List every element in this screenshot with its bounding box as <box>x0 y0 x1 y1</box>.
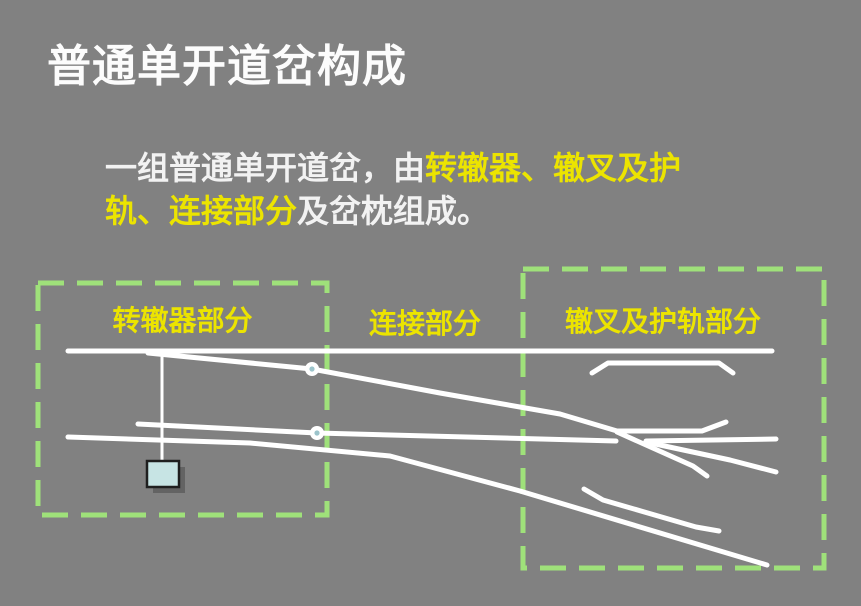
body-line1-segment-yellow: 转辙器、辙叉及护 <box>425 150 682 186</box>
body-text: 一组普通单开道岔，由转辙器、辙叉及护 轨、连接部分及岔枕组成。 <box>105 147 681 233</box>
body-line1-segment-white: 一组普通单开道岔，由 <box>105 150 426 186</box>
switch-section-box <box>35 280 330 518</box>
frog-section-label: 辙叉及护轨部分 <box>564 306 761 337</box>
frog-section-box <box>520 266 827 571</box>
connection-section-label: 连接部分 <box>368 308 481 339</box>
body-line2-segment-white: 及岔枕组成。 <box>297 193 490 229</box>
slide-title: 普通单开道岔构成 <box>47 41 407 92</box>
guard-rail-top <box>589 360 736 376</box>
body-line-2: 轨、连接部分及岔枕组成。 <box>105 190 681 233</box>
guard-rail-bottom <box>581 486 722 534</box>
switch-section-label: 转辙器部分 <box>112 305 253 336</box>
body-line2-segment-yellow: 轨、连接部分 <box>105 193 298 229</box>
body-line-1: 一组普通单开道岔，由转辙器、辙叉及护 <box>105 147 681 190</box>
rail-joint-upper <box>305 362 319 376</box>
rail-frog-diverging <box>643 439 779 475</box>
rail-stock-lower-curved <box>65 434 770 568</box>
switch-machine <box>145 459 181 489</box>
rail-frog-straight <box>643 436 779 444</box>
rail-wing-lower <box>614 429 710 479</box>
rail-closure-lower <box>135 421 619 444</box>
rail-switch-upper <box>145 350 620 434</box>
rail-wing-upper <box>614 419 729 434</box>
rail-joint-lower <box>310 426 324 440</box>
